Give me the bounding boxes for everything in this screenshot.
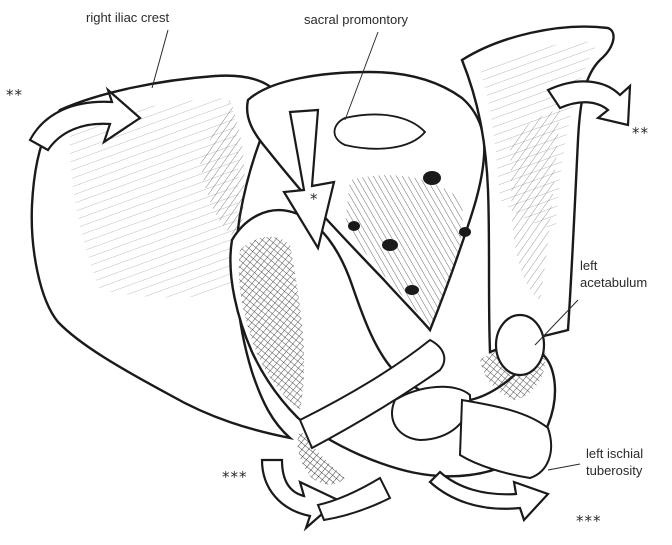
curved-arrow-icon bbox=[430, 472, 548, 520]
left-ilium bbox=[462, 27, 614, 352]
label-sacral-promontory: sacral promontory bbox=[304, 12, 408, 28]
marker-triple-right: *** bbox=[576, 512, 602, 530]
marker-double-left: ** bbox=[6, 86, 23, 104]
label-left-acetabulum-1: left bbox=[580, 258, 597, 274]
label-right-iliac-crest: right iliac crest bbox=[86, 10, 169, 26]
label-left-ischial-2: tuberosity bbox=[586, 463, 642, 479]
label-left-ischial-1: left ischial bbox=[586, 446, 643, 462]
marker-double-right: ** bbox=[632, 124, 649, 142]
label-left-acetabulum-2: acetabulum bbox=[580, 275, 647, 291]
marker-single-center: * bbox=[310, 190, 319, 208]
marker-triple-left: *** bbox=[222, 468, 248, 486]
